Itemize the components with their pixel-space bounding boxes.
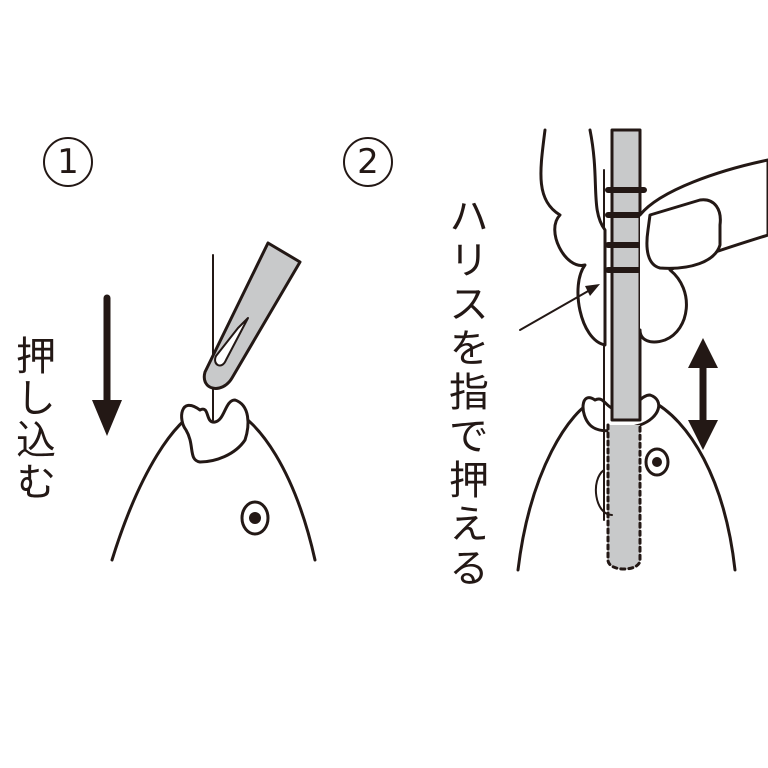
step2-number: 2 — [343, 137, 393, 187]
step2-caption: ハリスを指で押える — [442, 195, 488, 591]
step1-number: 1 — [43, 137, 93, 187]
step2-pointer-head — [585, 284, 600, 296]
step1-arrow-down — [92, 294, 122, 436]
step2-double-arrow — [688, 338, 718, 450]
step1-caption: 押し込む — [9, 335, 55, 503]
step1-needle — [202, 241, 302, 390]
step2-pointer-line — [519, 289, 591, 331]
step1-lip — [180, 398, 250, 464]
step2-hand — [539, 128, 768, 347]
step2-fish-eye — [644, 447, 670, 477]
step1-fish-eye — [240, 500, 270, 536]
step2-rod — [594, 128, 647, 571]
